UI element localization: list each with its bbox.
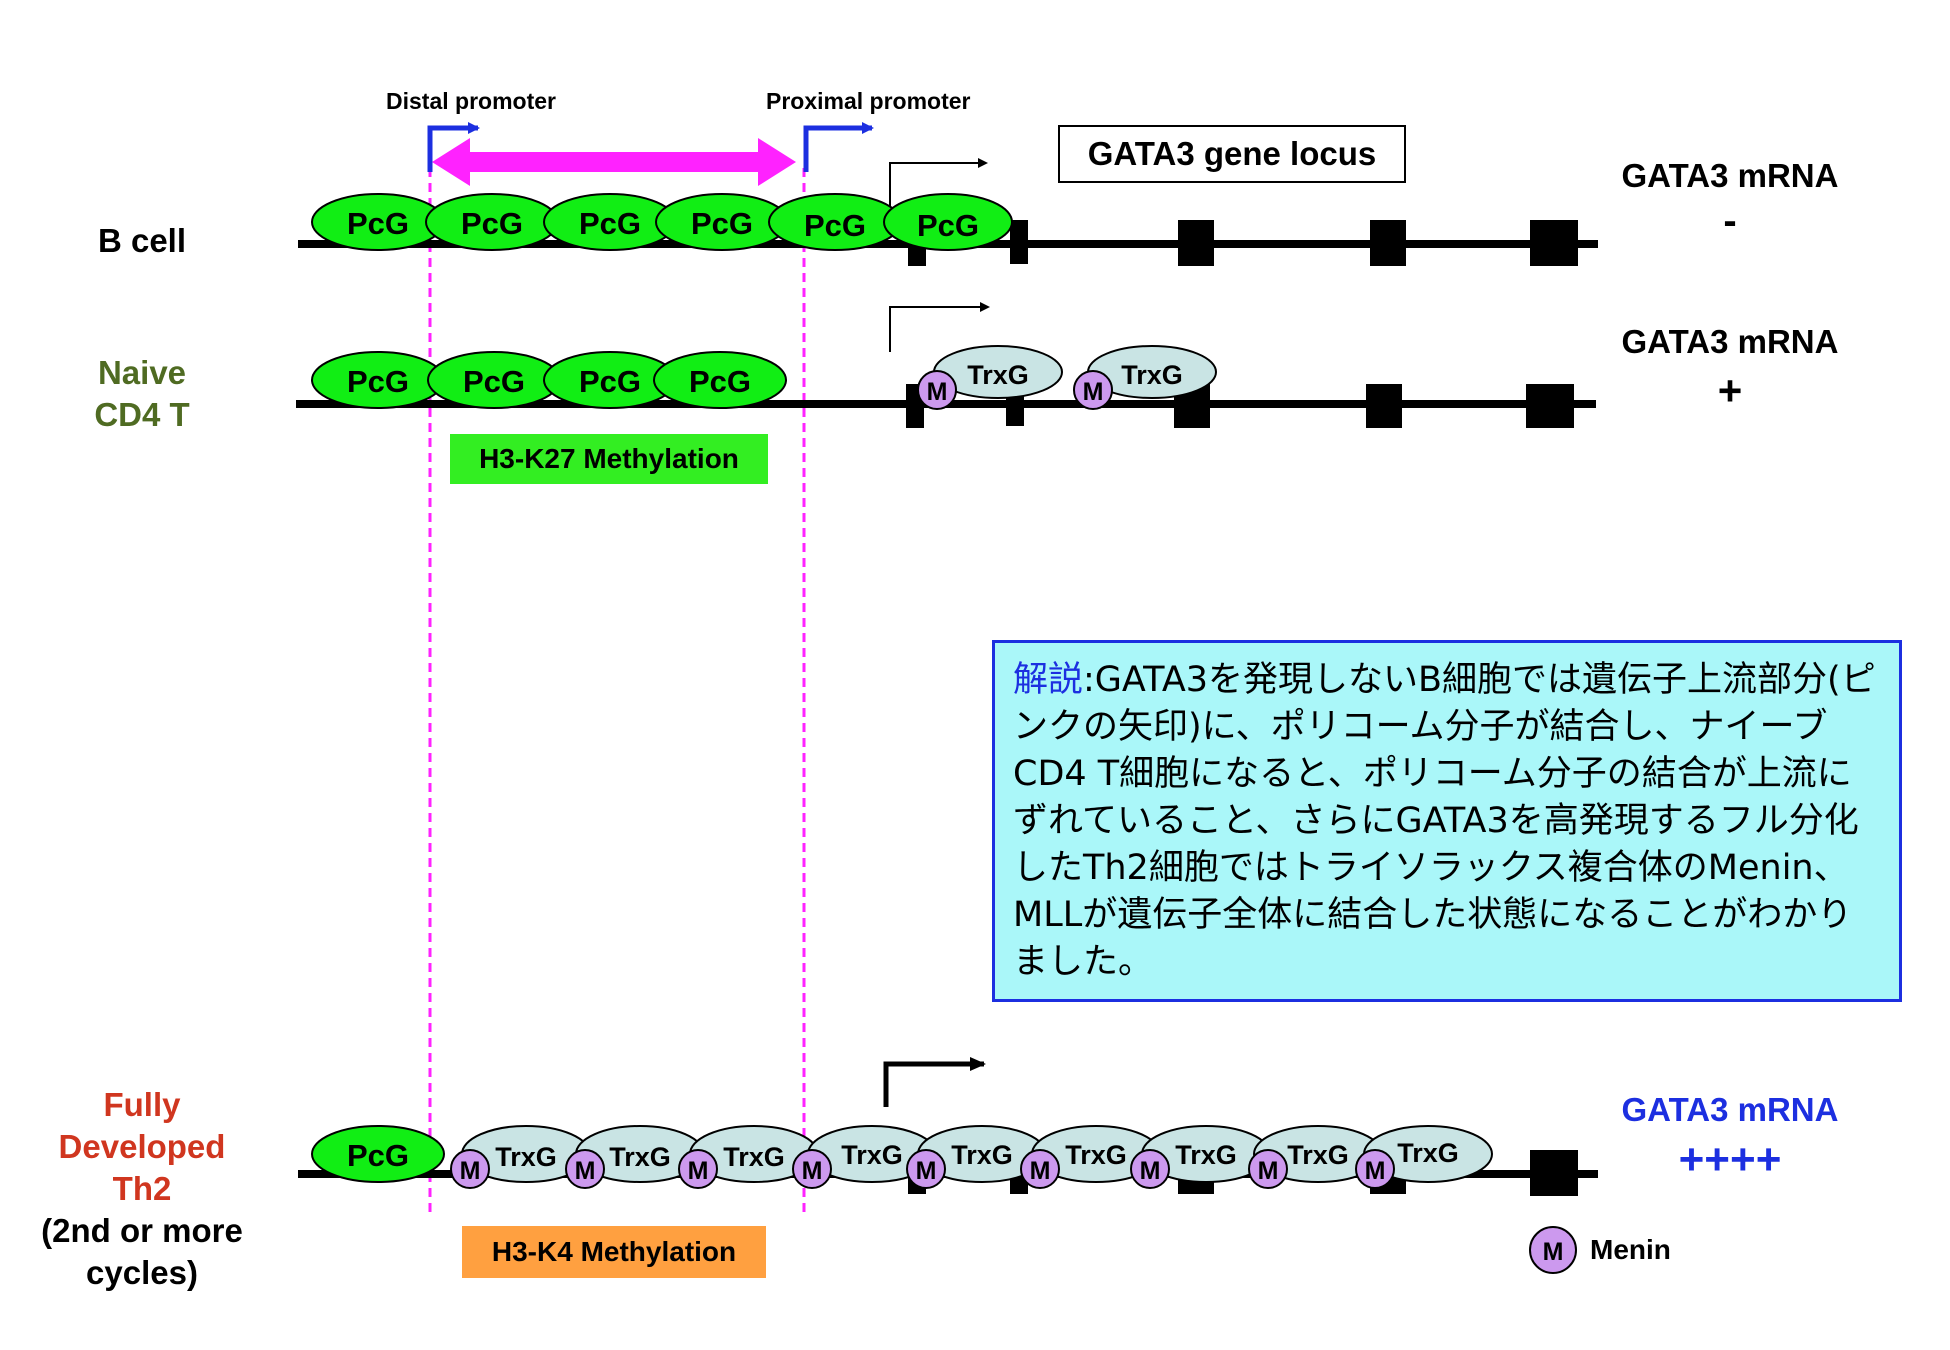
menin-symbol: M bbox=[1258, 1157, 1279, 1185]
row-label-line: Naive bbox=[97, 354, 187, 391]
mrna-bcell: GATA3 mRNA - bbox=[1580, 156, 1880, 246]
naive-track bbox=[296, 345, 1596, 428]
menin-symbol: M bbox=[916, 1157, 937, 1185]
trxg-label: TrxG bbox=[1175, 1140, 1237, 1170]
menin-symbol: M bbox=[1140, 1157, 1161, 1185]
tss-arrow-naive bbox=[889, 302, 990, 352]
pcg-label: PcG bbox=[804, 208, 866, 243]
mrna-level: + bbox=[1717, 367, 1743, 414]
row-label-line: (2nd or more bbox=[41, 1212, 243, 1249]
menin-symbol: M bbox=[802, 1157, 823, 1185]
row-label-line: Fully bbox=[103, 1086, 181, 1123]
mrna-level: - bbox=[1723, 199, 1737, 243]
pcg-label: PcG bbox=[917, 208, 979, 243]
gata3-locus-label: GATA3 gene locus bbox=[1058, 125, 1406, 183]
row-label-line: B cell bbox=[97, 222, 187, 259]
row-label-line: cycles) bbox=[86, 1254, 198, 1291]
th2-track bbox=[298, 1125, 1598, 1196]
menin-symbol: M bbox=[1365, 1157, 1386, 1185]
menin-symbol: M bbox=[460, 1157, 481, 1185]
pcg-label: PcG bbox=[691, 206, 753, 241]
trxg-label: TrxG bbox=[609, 1142, 671, 1172]
mrna-th2: GATA3 mRNA ++++ bbox=[1580, 1090, 1880, 1190]
mrna-label: GATA3 mRNA bbox=[1621, 1091, 1839, 1128]
trxg-label: TrxG bbox=[951, 1140, 1013, 1170]
trxg-label: TrxG bbox=[1397, 1138, 1459, 1168]
menin-symbol: M bbox=[1083, 378, 1104, 406]
distal-promoter-label: Distal promoter bbox=[386, 88, 556, 114]
trxg-label: TrxG bbox=[841, 1140, 903, 1170]
row-label-line: CD4 T bbox=[94, 396, 190, 433]
legend-menin-symbol: M bbox=[1543, 1238, 1564, 1266]
row-label-naive: Naive CD4 T bbox=[12, 352, 272, 436]
pcg-label: PcG bbox=[347, 206, 409, 241]
tss-arrow-th2 bbox=[883, 1057, 986, 1107]
h3k27-methylation-label: H3-K27 Methylation bbox=[450, 434, 768, 484]
h3k4-methylation-label: H3-K4 Methylation bbox=[462, 1226, 766, 1278]
menin-symbol: M bbox=[927, 378, 948, 406]
pcg-label: PcG bbox=[461, 206, 523, 241]
pcg-label: PcG bbox=[579, 206, 641, 241]
pcg-label: PcG bbox=[463, 364, 525, 399]
row-label-th2: Fully Developed Th2 (2nd or more cycles) bbox=[12, 1084, 272, 1294]
proximal-promoter-arrow bbox=[803, 122, 874, 172]
pcg-label: PcG bbox=[347, 1138, 409, 1173]
trxg-label: TrxG bbox=[1121, 360, 1183, 390]
pcg-label: PcG bbox=[689, 364, 751, 399]
distal-promoter-arrow bbox=[427, 122, 480, 172]
row-label-bcell: B cell bbox=[12, 220, 272, 262]
mrna-label: GATA3 mRNA bbox=[1621, 157, 1839, 194]
trxg-label: TrxG bbox=[495, 1142, 557, 1172]
bcell-track bbox=[298, 193, 1598, 266]
trxg-label: TrxG bbox=[967, 360, 1029, 390]
mrna-naive: GATA3 mRNA + bbox=[1580, 322, 1880, 420]
row-label-line: Developed bbox=[58, 1128, 226, 1165]
menin-symbol: M bbox=[688, 1157, 709, 1185]
legend-menin-icon bbox=[1529, 1226, 1577, 1274]
pcg-label: PcG bbox=[579, 364, 641, 399]
pink-double-arrow bbox=[432, 138, 796, 186]
note-heading: 解説 bbox=[1013, 660, 1084, 700]
mrna-level: ++++ bbox=[1678, 1135, 1782, 1184]
menin-symbol: M bbox=[575, 1157, 596, 1185]
tss-arrow-bcell bbox=[889, 158, 988, 215]
pcg-label: PcG bbox=[347, 364, 409, 399]
legend-menin-label: Menin bbox=[1590, 1234, 1671, 1265]
trxg-label: TrxG bbox=[1065, 1140, 1127, 1170]
mrna-label: GATA3 mRNA bbox=[1621, 323, 1839, 360]
trxg-label: TrxG bbox=[723, 1142, 785, 1172]
menin-symbol: M bbox=[1030, 1157, 1051, 1185]
trxg-label: TrxG bbox=[1287, 1140, 1349, 1170]
explanation-note: 解説:GATA3を発現しないB細胞では遺伝子上流部分(ピンクの矢印)に、ポリコー… bbox=[992, 640, 1902, 1002]
proximal-promoter-label: Proximal promoter bbox=[766, 88, 971, 114]
row-label-line: Th2 bbox=[112, 1170, 172, 1207]
note-text: :GATA3を発現しないB細胞では遺伝子上流部分(ピンクの矢印)に、ポリコーム分… bbox=[1013, 660, 1876, 982]
